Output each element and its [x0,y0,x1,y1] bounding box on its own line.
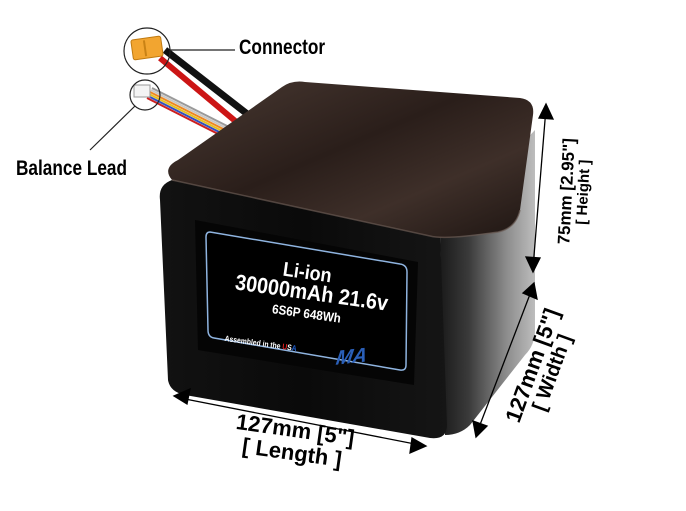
balance-leader-line [89,105,136,151]
balance-lead-callout: Balance Lead [16,157,128,180]
wires [146,47,258,141]
label-border [205,231,408,371]
connector-callout: Connector [239,36,326,59]
balance-plug [129,79,161,111]
xt-connector [123,27,171,75]
height-dimension: 75mm [2.95"] [ Height ] [554,116,606,268]
